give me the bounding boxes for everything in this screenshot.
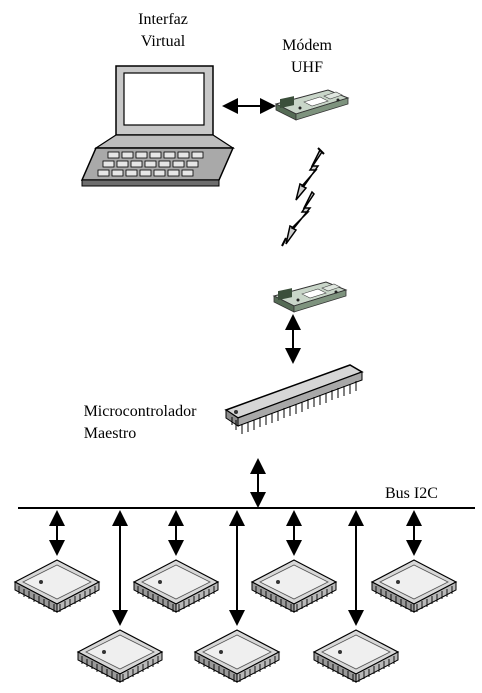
modem-label-line2: UHF bbox=[290, 59, 323, 76]
bottom-uhf-modem-icon bbox=[273, 281, 347, 313]
top-uhf-modem-icon bbox=[275, 89, 349, 121]
slave-chip-icon bbox=[251, 559, 337, 613]
master-mcu-label-line1: Microcontrolador bbox=[83, 403, 197, 420]
slave-chip-icon bbox=[77, 629, 163, 683]
slave-chip-icon bbox=[194, 629, 280, 683]
slave-chip-icon bbox=[371, 559, 457, 613]
master-mcu-label-line2: Maestro bbox=[83, 425, 137, 442]
slave-chip-icon bbox=[133, 559, 219, 613]
modem-label-line1: Módem bbox=[282, 37, 332, 54]
bus-label: Bus I2C bbox=[385, 485, 438, 502]
master-microcontroller-chip-icon bbox=[224, 364, 364, 434]
wireless-link-icon bbox=[281, 147, 325, 247]
laptop-icon bbox=[80, 65, 236, 187]
virtual-interface-label-line2: Virtual bbox=[140, 33, 186, 50]
slave-chip-icon bbox=[14, 559, 100, 613]
virtual-interface-label-line1: Interfaz bbox=[138, 11, 188, 28]
slave-chip-icon bbox=[313, 629, 399, 683]
